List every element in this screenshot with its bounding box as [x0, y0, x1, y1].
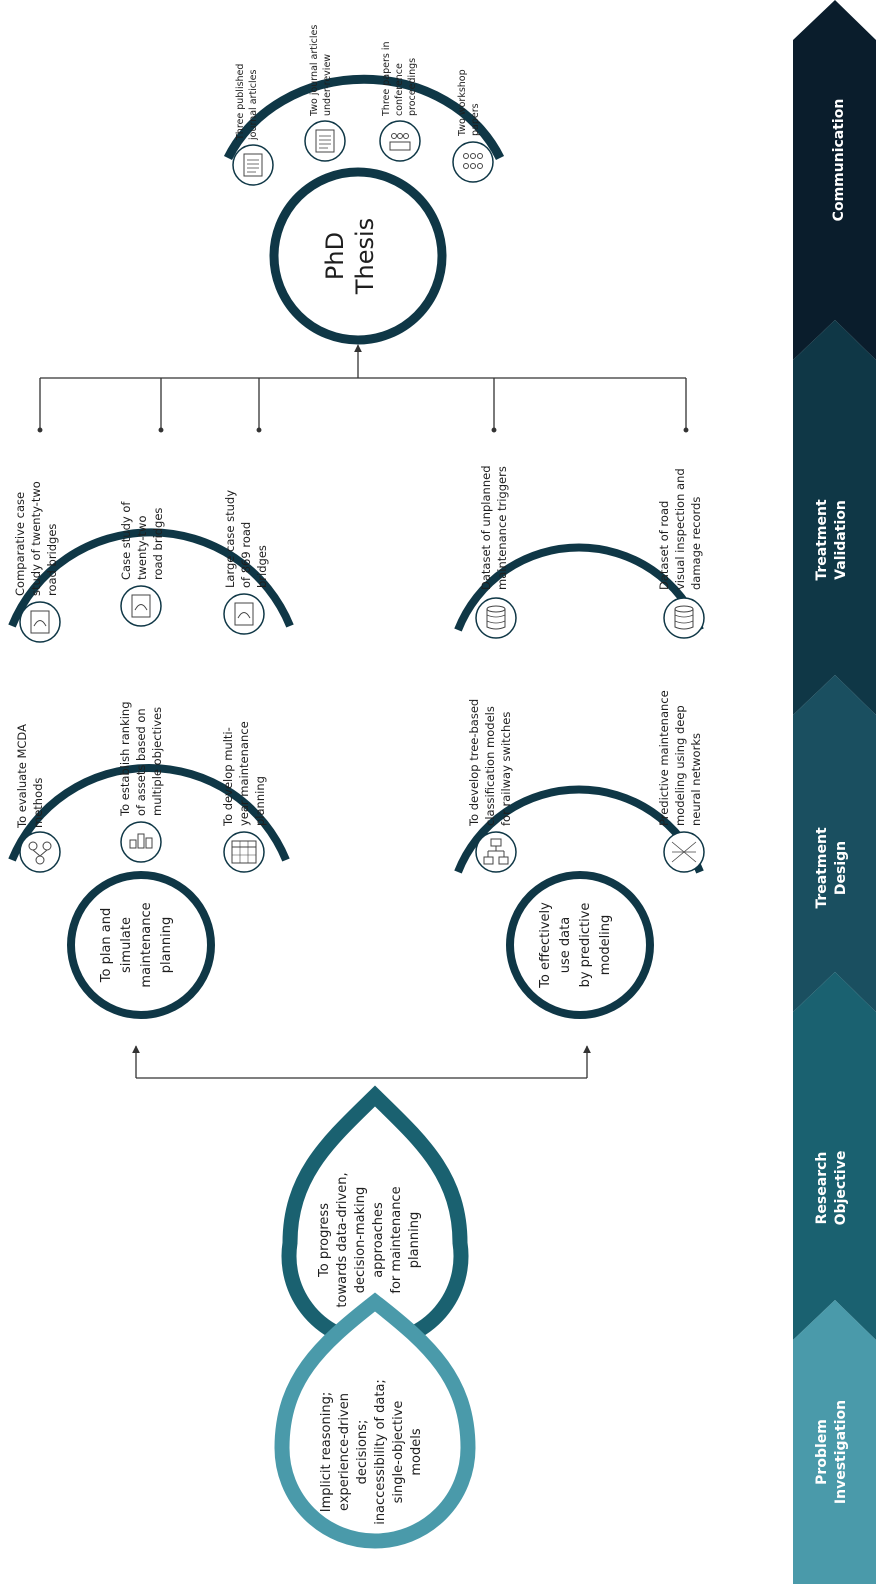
- val-case-line-3: road bridges: [151, 508, 165, 580]
- out-workshop-line-1: Two workshop: [457, 69, 468, 137]
- thesis-line-2: Thesis: [351, 218, 379, 295]
- objective-line-5: for maintenance: [389, 1186, 404, 1293]
- stage-research-objective: [793, 972, 876, 1340]
- sub-calendar-line-3: planning: [253, 776, 267, 826]
- out-journal-line-1: Three published: [235, 64, 246, 141]
- sub-mcda-line-2: methods: [31, 778, 45, 828]
- objective-line-4: approaches: [371, 1202, 386, 1278]
- stage-band: Communication Treatment Validation Treat…: [793, 0, 876, 1584]
- problem-text: Implicit reasoning; experience-driven de…: [319, 1379, 424, 1525]
- val-large-line-2: of 869 road: [239, 522, 253, 588]
- design-data-line-4: modeling: [598, 915, 613, 976]
- stage-label-objective-1: Research: [814, 1152, 830, 1225]
- design-data-line-1: To effectively: [538, 902, 553, 989]
- sub-tree-line-2: classification models: [483, 706, 497, 826]
- stage-problem-investigation: [793, 1300, 876, 1584]
- decision-tree-icon: [475, 831, 517, 873]
- design-plan-line-1: To plan and: [99, 908, 114, 983]
- problem-node: [274, 1292, 476, 1549]
- problem-line-5: single-objective: [391, 1401, 406, 1504]
- sub-ranking-line-3: multiple objectives: [150, 707, 164, 816]
- validation-group-data: Dataset of unplanned maintenance trigger…: [454, 465, 705, 639]
- out-review-line-2: under-review: [322, 54, 333, 116]
- journal-icon: [232, 144, 274, 186]
- stage-label-validation-1: Treatment: [814, 499, 830, 581]
- bridge-document-icon: [223, 593, 265, 635]
- design-plan-line-2: simulate: [119, 917, 134, 973]
- sub-tree-line-3: for railway switches: [499, 712, 513, 826]
- stage-label-design-2: Design: [833, 841, 849, 895]
- ranking-icon: [120, 821, 162, 863]
- review-document-icon: [304, 120, 346, 162]
- design-node-data: To effectively use data by predictive mo…: [454, 690, 705, 1019]
- stage-communication: [793, 0, 876, 360]
- validation-group-plan: Comparative case study of twenty-two roa…: [8, 481, 294, 643]
- stage-label-problem-1: Problem: [814, 1419, 830, 1485]
- problem-line-6: models: [409, 1428, 424, 1475]
- design-data-line-2: use data: [558, 917, 573, 973]
- stage-treatment-validation: [793, 320, 876, 715]
- val-road-line-1: Dataset of road: [657, 501, 671, 590]
- design-plan-line-4: planning: [159, 917, 174, 973]
- calendar-icon: [223, 831, 265, 873]
- objective-line-2: towards data-driven,: [335, 1172, 350, 1307]
- research-objective-text: To progress towards data-driven, decisio…: [317, 1172, 422, 1307]
- sub-nn-line-1: Predictive maintenance: [657, 690, 671, 826]
- stage-label-design-1: Treatment: [814, 827, 830, 909]
- bridge-document-icon: [19, 601, 61, 643]
- neural-network-icon: [663, 831, 705, 873]
- sub-nn-line-3: neural networks: [689, 733, 703, 826]
- mcda-icon: [19, 831, 61, 873]
- problem-line-4: inaccessibility of data;: [373, 1379, 388, 1525]
- out-conf-line-3: proceedings: [407, 58, 418, 116]
- val-road-line-2: visual inspection and: [673, 468, 687, 590]
- sub-nn-line-2: modeling using deep: [673, 705, 687, 826]
- design-node-plan: To plan and simulate maintenance plannin…: [8, 701, 290, 1019]
- out-conf-line-1: Three papers in: [381, 42, 392, 118]
- val-large-line-1: Large case study: [223, 490, 237, 588]
- conference-icon: [379, 120, 421, 162]
- stage-label-problem-2: Investigation: [833, 1400, 849, 1504]
- objective-to-design-connector: [132, 1045, 591, 1079]
- objective-line-1: To progress: [317, 1203, 332, 1278]
- stage-label-validation-2: Validation: [833, 500, 849, 580]
- validation-to-thesis-connector: [37, 344, 689, 433]
- thesis-line-1: PhD: [321, 232, 349, 280]
- database-icon: [475, 597, 517, 639]
- workshop-icon: [452, 141, 494, 183]
- val-comparative-line-2: study of twenty-two: [29, 481, 43, 596]
- sub-calendar-line-1: To develop multi-: [221, 727, 235, 827]
- problem-line-2: experience-driven: [337, 1393, 352, 1511]
- design-data-line-3: by predictive: [578, 903, 593, 988]
- database-icon: [663, 597, 705, 639]
- out-workshop-line-2: papers: [470, 103, 481, 136]
- sub-tree-line-1: To develop tree-based: [467, 699, 481, 827]
- val-unplanned-line-2: maintenance triggers: [495, 466, 509, 590]
- out-journal-line-2: journal articles: [248, 69, 259, 141]
- sub-mcda-line-1: To evaluate MCDA: [15, 724, 29, 829]
- val-comparative-line-1: Comparative case: [13, 492, 27, 596]
- objective-line-3: decision-making: [353, 1187, 368, 1294]
- sub-ranking-line-2: of assets based on: [134, 708, 148, 816]
- stage-label-objective-2: Objective: [833, 1151, 849, 1226]
- stage-treatment-design: [793, 675, 876, 1012]
- val-comparative-line-3: road bridges: [45, 524, 59, 596]
- objective-line-6: planning: [407, 1212, 422, 1268]
- stage-label-communication: Communication: [831, 99, 847, 222]
- sub-calendar-line-2: year maintenance: [237, 721, 251, 826]
- out-review-line-1: Two journal articles: [309, 25, 320, 117]
- val-unplanned-line-1: Dataset of unplanned: [479, 465, 493, 590]
- problem-line-1: Implicit reasoning;: [319, 1392, 334, 1512]
- out-conf-line-2: conference: [394, 63, 405, 116]
- bridge-document-icon: [120, 585, 162, 627]
- sub-ranking-line-1: To establish ranking: [118, 701, 132, 817]
- phd-thesis-node: PhD Thesis Three publish: [223, 25, 505, 345]
- val-case-line-2: twenty-two: [135, 516, 149, 581]
- val-road-line-3: damage records: [689, 497, 703, 590]
- problem-line-3: decisions;: [355, 1420, 370, 1485]
- val-case-line-1: Case study of: [119, 501, 133, 580]
- val-large-line-3: bridges: [255, 545, 269, 588]
- design-plan-line-3: maintenance: [139, 902, 154, 987]
